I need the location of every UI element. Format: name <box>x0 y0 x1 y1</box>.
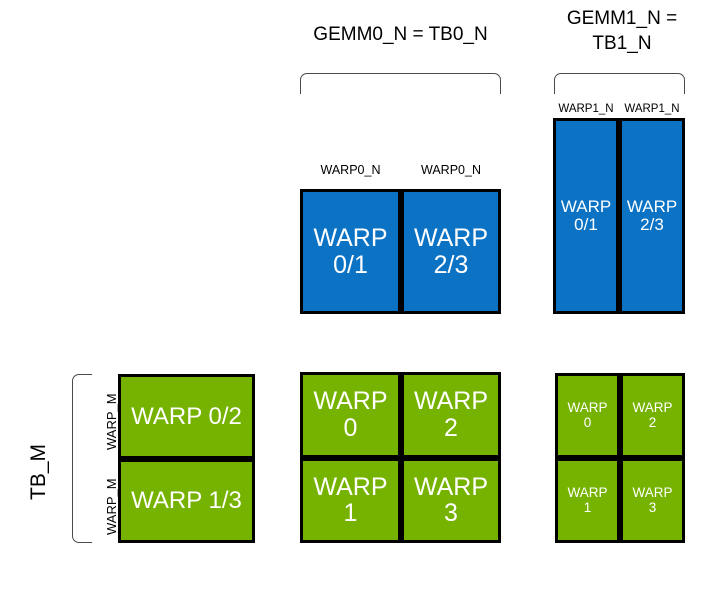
blue-cell-center-1[interactable]: WARP 2/3 <box>401 189 501 314</box>
warp-m-label-top: WARP_M <box>104 393 119 450</box>
green-cell-right-1-1[interactable]: WARP 3 <box>620 458 685 543</box>
gemm0-title: GEMM0_N = TB0_N <box>313 24 488 45</box>
blue-cell-right-0[interactable]: WARP 0/1 <box>553 118 619 314</box>
warp0n-label-center-left: WARP0_N <box>320 163 381 177</box>
green-cell-center-0-1[interactable]: WARP 2 <box>401 372 501 458</box>
green-cell-center-1-1[interactable]: WARP 3 <box>401 457 501 543</box>
green-center-row-0: WARP 0 WARP 2 <box>300 372 501 458</box>
blue-cell-center-0[interactable]: WARP 0/1 <box>300 189 401 314</box>
gemm1-title: GEMM1_N = TB1_N <box>566 8 678 54</box>
warp1n-label-right-left: WARP1_N <box>558 103 614 115</box>
green-right-row-0: WARP 0 WARP 2 <box>555 373 685 458</box>
green-cell-right-0-1[interactable]: WARP 2 <box>620 373 685 458</box>
blue-block-right: WARP 0/1 WARP 2/3 <box>553 118 685 314</box>
tb-m-bracket <box>72 374 92 543</box>
blue-block-center: WARP 0/1 WARP 2/3 <box>300 189 501 314</box>
green-cell-center-0-0[interactable]: WARP 0 <box>300 372 401 458</box>
warp-m-label-bottom: WARP_M <box>104 478 119 535</box>
warp1n-label-right-right: WARP1_N <box>624 103 680 115</box>
green-block-left: WARP 0/2 WARP 1/3 <box>118 374 255 543</box>
green-block-center: WARP 0 WARP 2 WARP 1 WARP 3 <box>300 372 501 543</box>
blue-cell-right-1[interactable]: WARP 2/3 <box>619 118 685 314</box>
gemm0-bracket <box>300 73 501 94</box>
gemm1-bracket <box>554 73 685 94</box>
green-cell-left-0[interactable]: WARP 0/2 <box>118 374 255 459</box>
green-cell-left-1[interactable]: WARP 1/3 <box>118 459 255 543</box>
green-right-row-1: WARP 1 WARP 3 <box>555 458 685 543</box>
green-center-row-1: WARP 1 WARP 3 <box>300 457 501 543</box>
green-cell-center-1-0[interactable]: WARP 1 <box>300 457 401 543</box>
warp0n-label-center-right: WARP0_N <box>421 163 481 177</box>
green-cell-right-1-0[interactable]: WARP 1 <box>555 458 620 543</box>
green-block-right: WARP 0 WARP 2 WARP 1 WARP 3 <box>555 373 685 543</box>
green-cell-right-0-0[interactable]: WARP 0 <box>555 373 620 458</box>
tb-m-label: TB_M <box>27 443 50 500</box>
